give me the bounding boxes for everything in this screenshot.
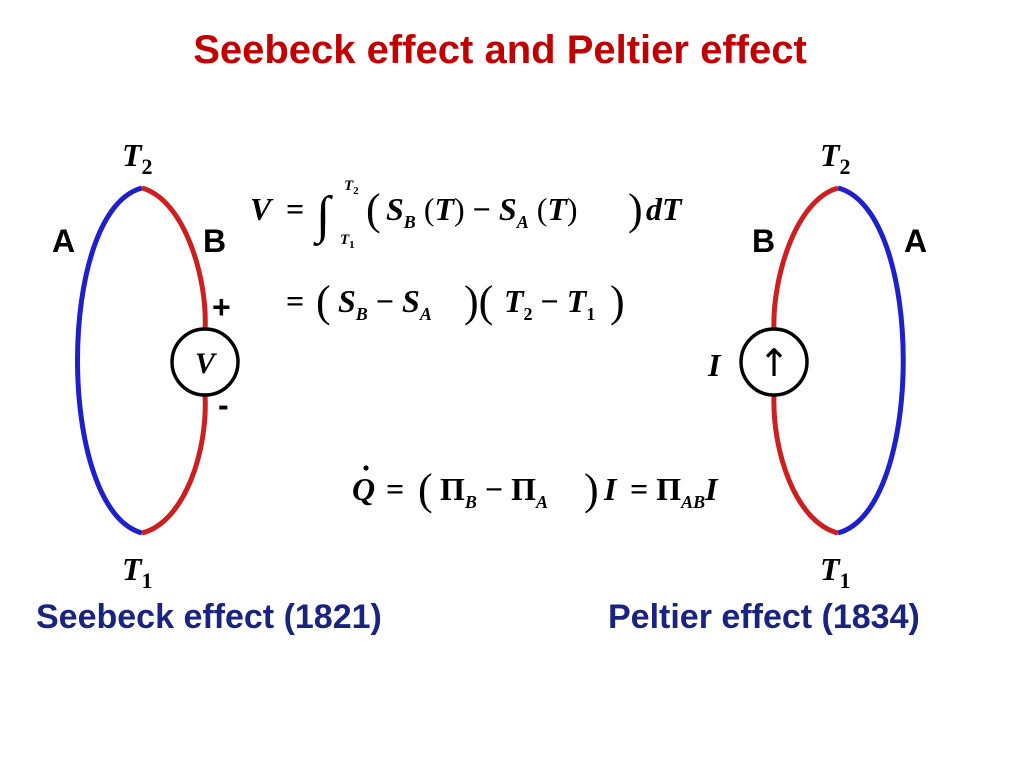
seebeck-top-temperature: T2: [122, 137, 153, 179]
peltier-top-temperature: T2: [820, 137, 851, 179]
svg-text:I: I: [603, 471, 618, 507]
current-source-label: I: [707, 347, 722, 383]
peltier-caption: Peltier effect (1834): [608, 598, 920, 636]
seebeck-caption: Seebeck effect (1821): [36, 598, 382, 636]
seebeck-conductor-b-lower: [141, 394, 208, 536]
peltier-bottom-temperature: T1: [820, 551, 851, 593]
svg-text:Q: Q: [352, 471, 375, 507]
svg-text:): ): [610, 277, 625, 326]
equation-peltier-heat: Q = ( ΠB − ΠA ) I = ΠABI: [352, 465, 719, 514]
peltier-label-a: A: [904, 223, 927, 259]
svg-text:=: =: [286, 283, 304, 319]
svg-text:T2: T2: [344, 178, 359, 197]
svg-text:SB − SA: SB − SA: [338, 283, 432, 324]
current-source-arrow-icon: ↑: [758, 341, 790, 385]
equation-voltage-integral: V = ∫ T2 T1 ( SB (T) − SA (T) ) dT: [250, 178, 683, 251]
svg-text:V: V: [250, 191, 274, 227]
svg-text:(: (: [366, 185, 381, 234]
svg-text:)(: )(: [464, 277, 493, 326]
seebeck-circuit: V T2 T1 A B + -: [52, 137, 240, 593]
seebeck-conductor-a: [75, 185, 143, 536]
svg-text:=: =: [386, 471, 404, 507]
svg-text:(: (: [418, 465, 433, 514]
svg-text:): ): [584, 465, 599, 514]
svg-text:): ): [628, 185, 643, 234]
slide-title: Seebeck effect and Peltier effect: [193, 28, 807, 72]
svg-text:dT: dT: [646, 191, 683, 227]
voltmeter-label: V: [195, 347, 218, 380]
peltier-conductor-b-upper: [771, 185, 839, 331]
svg-text:SB (T) − SA (T): SB (T) − SA (T): [386, 191, 578, 232]
seebeck-minus-sign: -: [218, 387, 229, 423]
svg-text:= ΠABI: = ΠABI: [630, 471, 719, 512]
peltier-conductor-b-lower: [771, 394, 839, 536]
svg-text:T1: T1: [340, 232, 355, 251]
seebeck-bottom-temperature: T1: [122, 551, 153, 593]
svg-text:(: (: [316, 277, 331, 326]
seebeck-plus-sign: +: [212, 289, 231, 325]
svg-text:T2 − T1: T2 − T1: [504, 283, 595, 324]
peltier-label-b: B: [752, 223, 775, 259]
current-source-circle: [739, 327, 809, 397]
seebeck-label-b: B: [203, 223, 226, 259]
svg-text:=: =: [286, 191, 304, 227]
seebeck-conductor-b-upper: [141, 185, 208, 331]
svg-text:ΠB − ΠA: ΠB − ΠA: [440, 471, 548, 512]
peltier-conductor-a: [837, 185, 906, 536]
seebeck-label-a: A: [52, 223, 75, 259]
peltier-circuit: ↑ I T2 T1 B A: [707, 137, 927, 593]
voltmeter-circle: [170, 327, 240, 397]
svg-text:∫: ∫: [313, 187, 333, 246]
equation-voltage-simplified: = ( SB − SA )( T2 − T1 ): [286, 277, 625, 326]
